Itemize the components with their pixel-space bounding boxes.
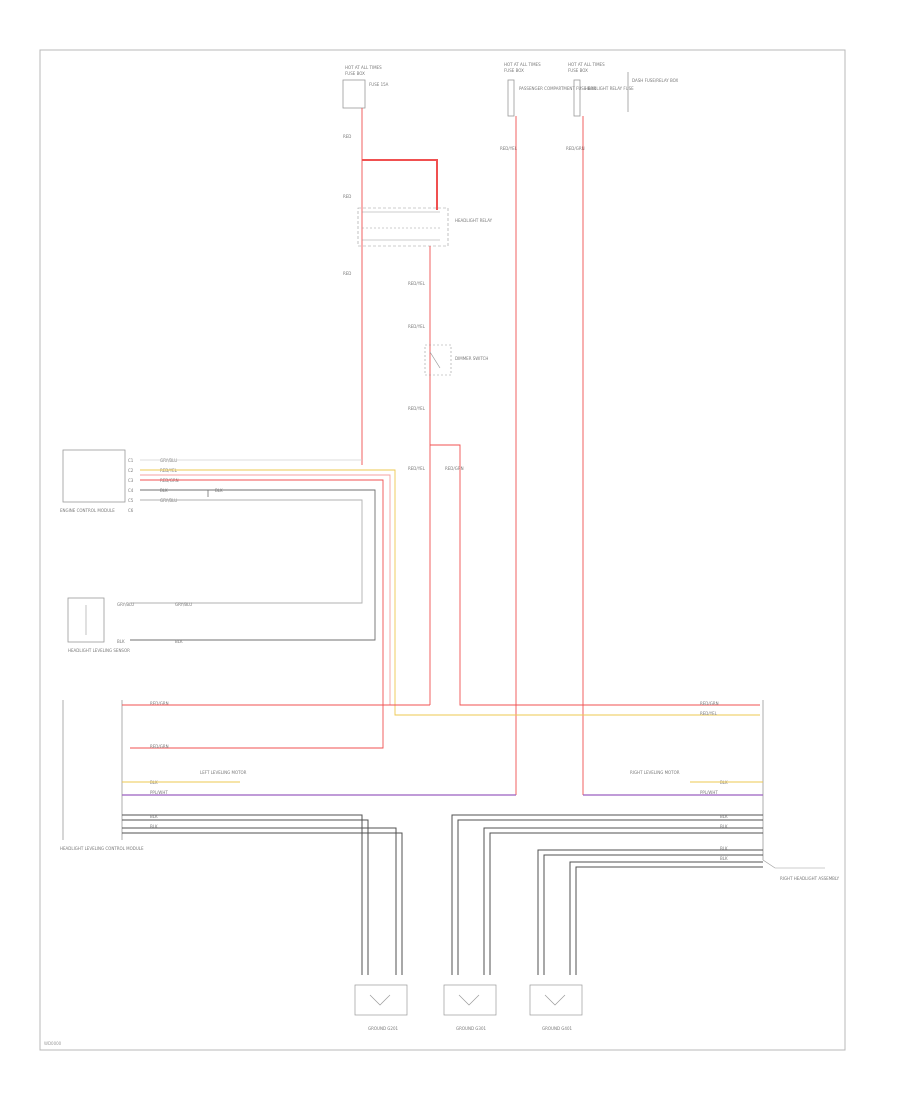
power-right-title: HOT AT ALL TIMES	[568, 62, 605, 67]
wire-ecm-yellow	[140, 469, 760, 716]
engine-control-module: ENGINE CONTROL MODULE C1 C2 C3 C4 C5 C6 …	[60, 449, 223, 513]
ground-bundle-left	[122, 814, 403, 975]
ecm-wire-3: RED/GRN	[160, 478, 179, 483]
wire-ecm-2	[140, 474, 391, 705]
wire-right-branch	[430, 444, 760, 706]
power-right-sub: FUSE BOX	[568, 68, 588, 73]
right-ground-wire-3: BLK	[720, 846, 728, 851]
power-center-sub: FUSE BOX	[504, 68, 524, 73]
ecm-pin-4: C4	[128, 488, 134, 493]
wire-ecm-3	[130, 479, 384, 749]
right-module-wire-1: RED/GRN	[700, 701, 719, 706]
ecm-branch-label: BLK	[215, 488, 223, 493]
sensor-wire-right-1: GRY/BLU	[175, 602, 192, 607]
left-motor-wire-1: BLK	[150, 780, 158, 785]
headlight-leveling-sensor: HEADLIGHT LEVELING SENSOR GRY/BLU BLK GR…	[67, 597, 192, 653]
wire-label-mid1: RED/YEL	[408, 324, 426, 329]
ground-bundle-center	[451, 814, 763, 975]
relay-label: HEADLIGHT RELAY	[455, 218, 493, 223]
wire-label-top-center: RED/YEL	[500, 146, 518, 151]
left-leveling-module: HEADLIGHT LEVELING CONTROL MODULE RED/GR…	[60, 700, 247, 851]
switch-label: DIMMER SWITCH	[455, 356, 488, 361]
wire-label-mid2: RED/YEL	[408, 406, 426, 411]
ground-bundle-right	[537, 849, 763, 975]
wire-ecm-5	[130, 499, 363, 604]
wire-label-lower2: RED/GRN	[445, 466, 464, 471]
left-motor-wire-2: PPL/WHT	[150, 790, 168, 795]
ecm-pin-1: C1	[128, 458, 134, 463]
ground-label-3: GROUND G401	[542, 1026, 572, 1031]
ecm-wire-5: GRY/BLU	[160, 498, 177, 503]
ground-symbol-2: GROUND G301	[443, 984, 497, 1031]
left-ground-wire-2: BLK	[150, 824, 158, 829]
right-leveling-motor: RIGHT LEVELING MOTOR	[630, 770, 680, 775]
left-module-label: HEADLIGHT LEVELING CONTROL MODULE	[60, 846, 144, 851]
power-left-title: HOT AT ALL TIMES	[345, 65, 382, 70]
wire-ecm-4	[130, 489, 376, 641]
ground-label-1: GROUND G201	[368, 1026, 398, 1031]
power-right-desc: HEADLIGHT RELAY FUSE	[585, 86, 634, 91]
headlight-relay: RED HEADLIGHT RELAY RED RED/YEL	[343, 108, 493, 465]
right-headlight-assembly: RIGHT HEADLIGHT ASSEMBLY RED/GRN RED/YEL…	[630, 700, 840, 881]
wire-label-top-left: RED	[343, 134, 351, 139]
wire-relay-red	[362, 159, 438, 210]
power-left-desc: FUSE 15A	[369, 82, 389, 87]
ecm-wire-2: RED/YEL	[160, 468, 178, 473]
left-module-wire-2: RED/GRN	[150, 744, 169, 749]
sensor-wire-1: GRY/BLU	[117, 602, 134, 607]
wire-label-relay-out: RED/YEL	[408, 281, 426, 286]
ground-label-2: GROUND G301	[456, 1026, 486, 1031]
power-source-left: HOT AT ALL TIMES FUSE BOX FUSE 15A	[342, 65, 389, 109]
power-center-title: HOT AT ALL TIMES	[504, 62, 541, 67]
dimmer-switch: DIMMER SWITCH	[424, 344, 488, 376]
right-module-label: RIGHT HEADLIGHT ASSEMBLY	[780, 876, 840, 881]
ecm-wire-4: BLK	[160, 488, 168, 493]
right-motor-wire-2: PPL/WHT	[700, 790, 718, 795]
ecm-wire-1: GRY/BLU	[160, 458, 177, 463]
left-module-wire-1: RED/GRN	[150, 701, 169, 706]
power-right-note: DASH FUSE/RELAY BOX	[632, 78, 679, 83]
sensor-wire-2: BLK	[117, 639, 125, 644]
sensor-label: HEADLIGHT LEVELING SENSOR	[68, 648, 130, 653]
left-leveling-motor: LEFT LEVELING MOTOR	[200, 770, 247, 775]
wire-label-relay-top: RED	[343, 194, 351, 199]
right-ground-wire-1: BLK	[720, 814, 728, 819]
right-module-wire-2: RED/YEL	[700, 711, 718, 716]
sensor-wire-right-2: BLK	[175, 639, 183, 644]
wire-label-lower1: RED/YEL	[408, 466, 426, 471]
right-ground-wire-4: BLK	[720, 856, 728, 861]
ground-symbol-3: GROUND G401	[529, 984, 583, 1031]
left-ground-wire-1: BLK	[150, 814, 158, 819]
ground-symbol-1: GROUND G201	[354, 984, 408, 1031]
power-source-center: HOT AT ALL TIMES FUSE BOX PASSENGER COMP…	[504, 62, 596, 117]
diagram-frame	[39, 49, 846, 1051]
ecm-pin-5: C5	[128, 498, 134, 503]
ecm-label: ENGINE CONTROL MODULE	[60, 508, 115, 513]
ecm-pin-2: C2	[128, 468, 134, 473]
wire-label-top-right: RED/GRN	[566, 146, 585, 151]
power-source-right: HOT AT ALL TIMES FUSE BOX HEADLIGHT RELA…	[568, 62, 679, 117]
ecm-pin-3: C3	[128, 478, 134, 483]
ecm-pin-6: C6	[128, 508, 134, 513]
right-motor-wire-1: BLK	[720, 780, 728, 785]
right-ground-wire-2: BLK	[720, 824, 728, 829]
power-center-desc: PASSENGER COMPARTMENT FUSE BOX	[519, 86, 596, 91]
wire-label-relay-side: RED	[343, 271, 351, 276]
footer-code: WD0000	[44, 1041, 62, 1046]
power-left-sub: FUSE BOX	[345, 71, 365, 76]
